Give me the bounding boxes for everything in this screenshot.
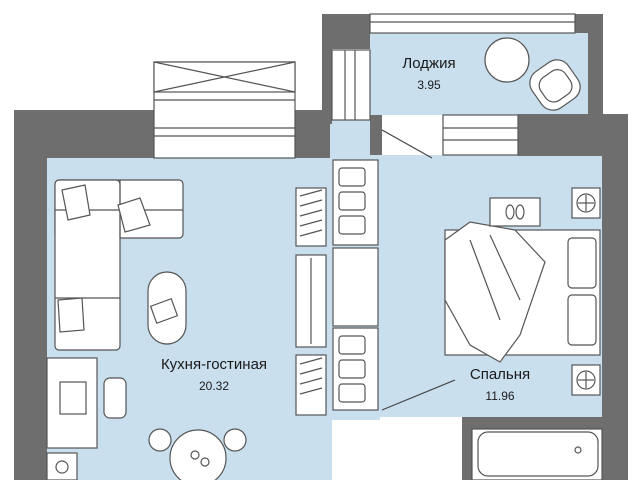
loggia-armchair <box>529 59 581 111</box>
stove <box>46 452 78 480</box>
room-label-bedroom: Спальня 11.96 <box>455 366 545 403</box>
room-name: Спальня <box>469 366 531 383</box>
room-name: Лоджия <box>402 55 456 72</box>
wall-corridor-stub <box>370 115 382 155</box>
wall-bath-left <box>462 417 472 480</box>
wall-left <box>14 110 47 480</box>
wall-right <box>602 114 628 480</box>
wall-bath-top <box>462 417 602 429</box>
window-bedroom <box>442 114 519 156</box>
window-top-left <box>153 61 296 159</box>
wardrobe-living <box>295 187 327 416</box>
bathroom <box>471 428 603 480</box>
dining-table <box>148 428 247 480</box>
coffee-table <box>147 271 187 345</box>
room-area: 11.96 <box>485 389 515 403</box>
loggia-table <box>484 37 530 83</box>
room-area: 20.32 <box>198 379 230 393</box>
wall-top-left <box>14 110 154 158</box>
bed <box>444 221 601 363</box>
wall-loggia-left-post <box>322 14 332 124</box>
loggia-furniture <box>484 37 581 111</box>
cushion <box>57 297 85 333</box>
cushion <box>61 184 91 221</box>
room-area: 3.95 <box>417 78 441 92</box>
nightstand-bottom <box>571 364 601 396</box>
bathtub <box>477 431 599 477</box>
walls <box>14 14 628 480</box>
window-loggia-left <box>331 49 371 121</box>
desk <box>46 357 127 449</box>
pillow <box>567 237 597 289</box>
door-loggia <box>381 129 433 159</box>
sofa <box>54 179 184 351</box>
nightstand-top <box>571 187 601 219</box>
wardrobe-corridor <box>332 159 379 411</box>
room-label-loggia: Лоджия 3.95 <box>389 55 469 92</box>
door-bedroom <box>381 379 456 411</box>
blanket <box>444 221 546 363</box>
wall-bedroom-top <box>518 114 603 156</box>
door-lines <box>381 129 456 411</box>
wall-loggia-right <box>588 14 603 114</box>
window-loggia-top <box>369 13 576 34</box>
room-label-kitchen-living: Кухня-гостиная 20.32 <box>136 356 292 393</box>
nightstand-slippers <box>489 197 541 227</box>
laptop-icon <box>59 381 87 415</box>
cushion <box>117 197 151 233</box>
room-name: Кухня-гостиная <box>160 356 268 373</box>
wall-loggia-left <box>330 14 370 49</box>
pillow <box>567 294 597 346</box>
